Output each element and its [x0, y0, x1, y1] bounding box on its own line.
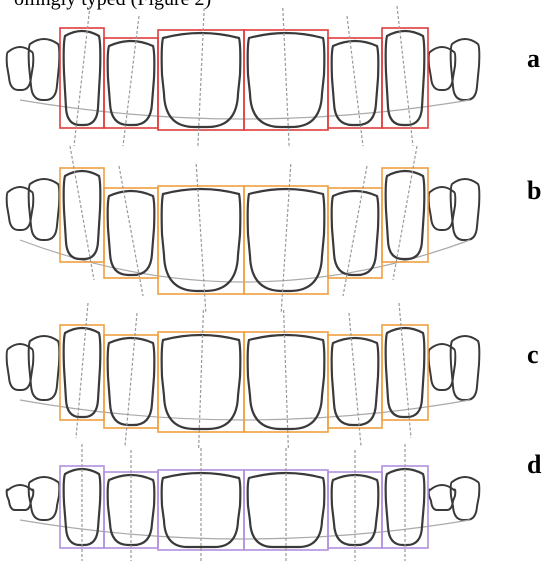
- panel-b-tooth-axis-5: [343, 166, 367, 296]
- panel-label-d: d: [527, 450, 541, 480]
- panel-c-tooth-2: [108, 338, 155, 425]
- panel-label-c: c: [527, 340, 539, 370]
- panel-a-tooth-axis-5: [347, 16, 363, 146]
- panel-b-tooth-2: [108, 191, 155, 275]
- panel-a-occlusal-curve: [20, 100, 470, 119]
- panel-c-tooth-5: [332, 338, 379, 425]
- panel-d-side-tooth-2: [29, 477, 60, 520]
- panel-label-b: b: [527, 176, 541, 206]
- panel-label-a: a: [527, 44, 540, 74]
- panel-b-tooth-axis-2: [119, 166, 143, 296]
- panel-a-tooth-axis-2: [123, 16, 139, 146]
- panel-b-tooth-5: [332, 191, 379, 275]
- panel-c-tooth-6: [386, 328, 425, 417]
- panel-d-occlusal-curve: [20, 520, 470, 539]
- panel-c-tooth-1: [64, 328, 101, 417]
